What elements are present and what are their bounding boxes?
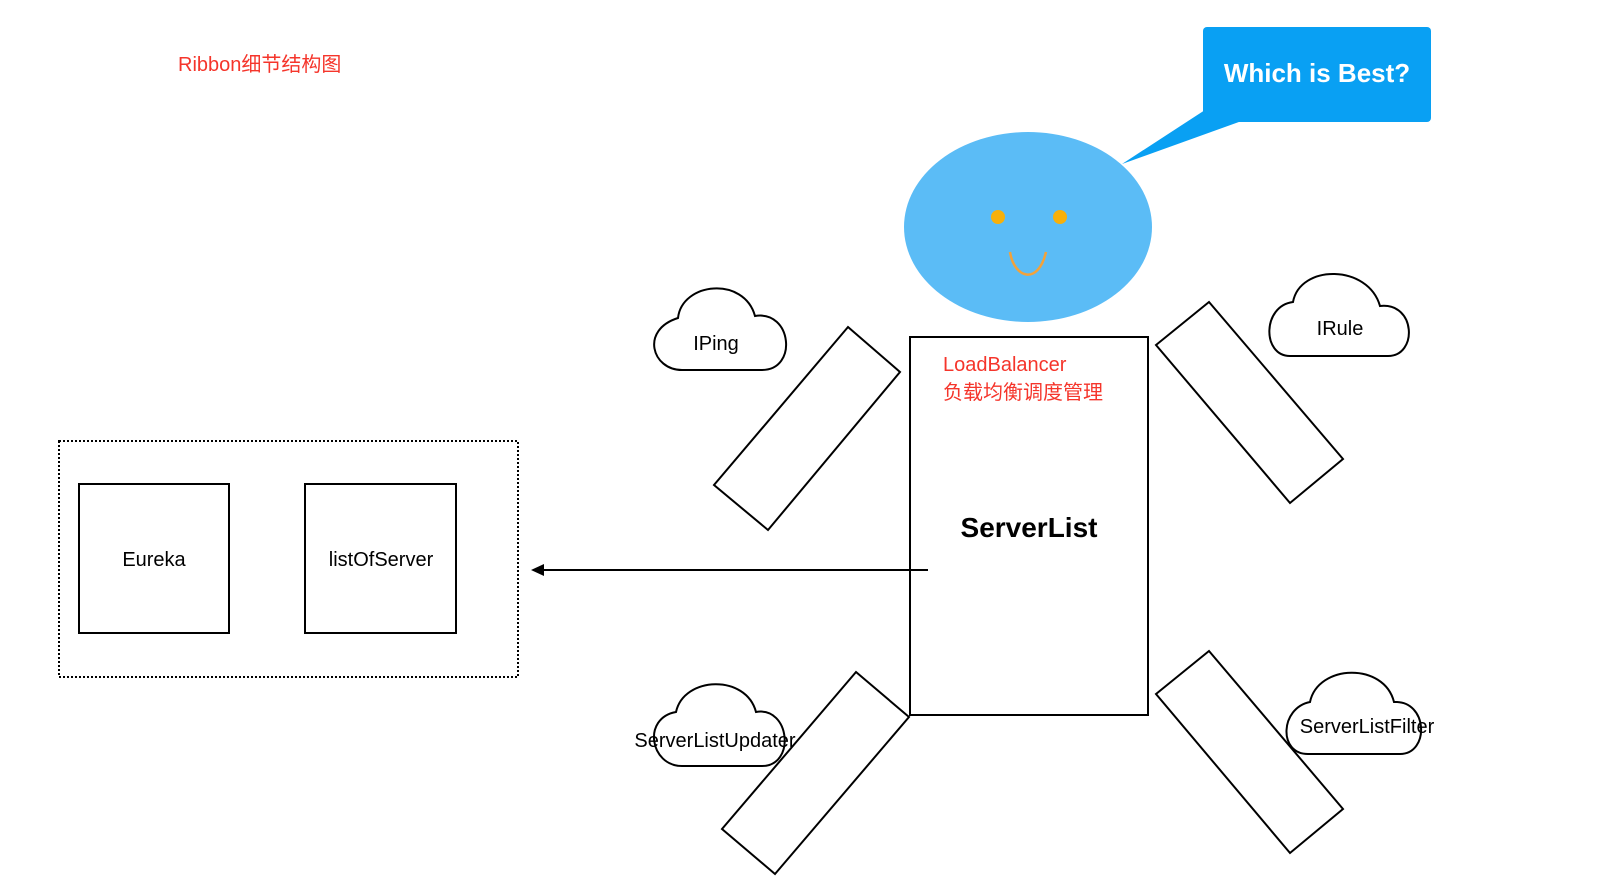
server-list-updater-label: ServerListUpdater bbox=[634, 730, 796, 752]
cloud-icon bbox=[653, 287, 787, 371]
server-list-filter-cloud: ServerListFilter bbox=[1285, 671, 1435, 755]
iping-label: IPing bbox=[693, 333, 739, 355]
fetch-arrow-head bbox=[531, 564, 544, 576]
lower-left-leg bbox=[720, 670, 911, 876]
cloud-icon bbox=[1268, 273, 1410, 357]
lower-right-leg bbox=[1154, 649, 1345, 855]
speech-bubble: Which is Best? bbox=[1122, 27, 1431, 164]
speech-bubble-text: Which is Best? bbox=[1224, 58, 1410, 88]
load-balancer-desc: 负载均衡调度管理 bbox=[943, 381, 1103, 404]
irule-cloud: IRule bbox=[1268, 273, 1410, 357]
load-balancer-body bbox=[909, 336, 1149, 716]
load-balancer-name: LoadBalancer bbox=[943, 354, 1067, 376]
list-of-server-box bbox=[304, 483, 457, 634]
cloud-icon bbox=[1285, 671, 1423, 755]
speech-bubble-box bbox=[1203, 27, 1431, 122]
head-ellipse bbox=[904, 132, 1152, 322]
upper-left-arm bbox=[712, 325, 902, 532]
iping-cloud: IPing bbox=[653, 287, 787, 371]
robot-head bbox=[904, 132, 1152, 322]
irule-label: IRule bbox=[1317, 318, 1364, 340]
left-eye bbox=[991, 210, 1005, 224]
server-list-filter-label: ServerListFilter bbox=[1300, 716, 1435, 738]
server-list-updater-cloud: ServerListUpdater bbox=[634, 683, 796, 767]
right-eye bbox=[1053, 210, 1067, 224]
diagram-title: Ribbon细节结构图 bbox=[178, 53, 341, 76]
smile bbox=[1008, 251, 1048, 276]
server-list-label: ServerList bbox=[961, 512, 1098, 543]
server-source-container bbox=[58, 440, 519, 678]
eureka-label: Eureka bbox=[122, 549, 186, 571]
eureka-box bbox=[78, 483, 230, 634]
cloud-icon bbox=[652, 683, 786, 767]
list-of-server-label: listOfServer bbox=[329, 549, 434, 571]
upper-right-arm bbox=[1154, 300, 1345, 505]
speech-bubble-tail bbox=[1122, 110, 1250, 164]
